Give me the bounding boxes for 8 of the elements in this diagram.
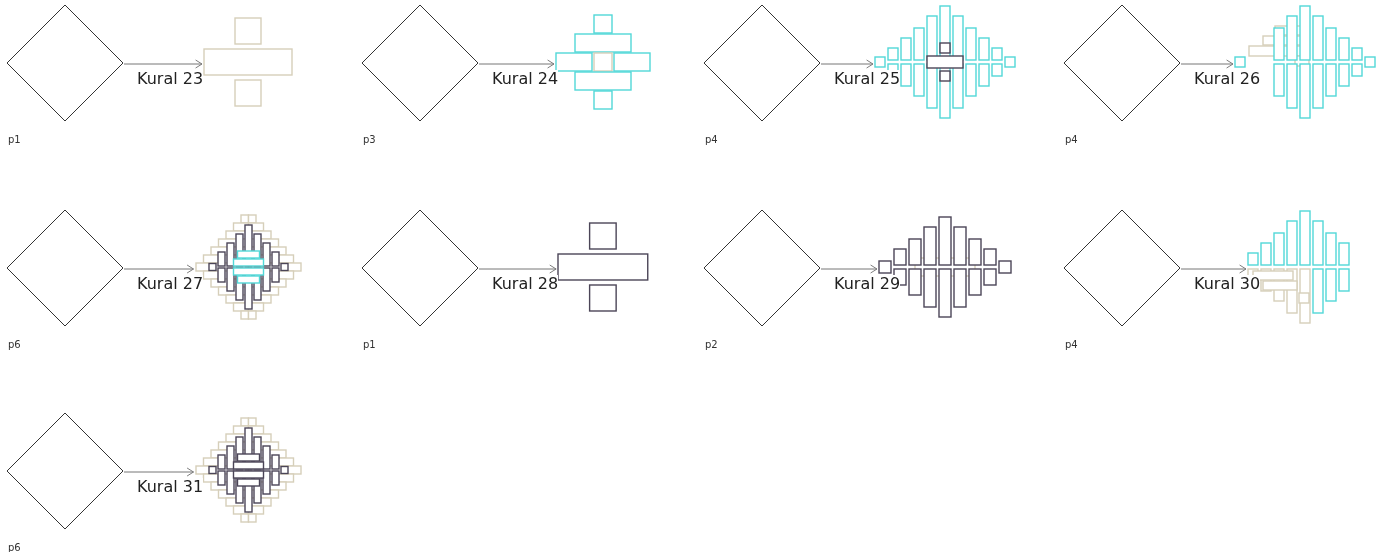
panel-label: p2	[705, 339, 718, 350]
panel-label: p3	[363, 134, 376, 145]
panel-label: p4	[705, 134, 718, 145]
panel-label: p6	[8, 339, 21, 350]
panel-label: p1	[363, 339, 376, 350]
panel-label: p4	[1065, 339, 1078, 350]
panel-label: p4	[1065, 134, 1078, 145]
panel-label: p1	[8, 134, 21, 145]
